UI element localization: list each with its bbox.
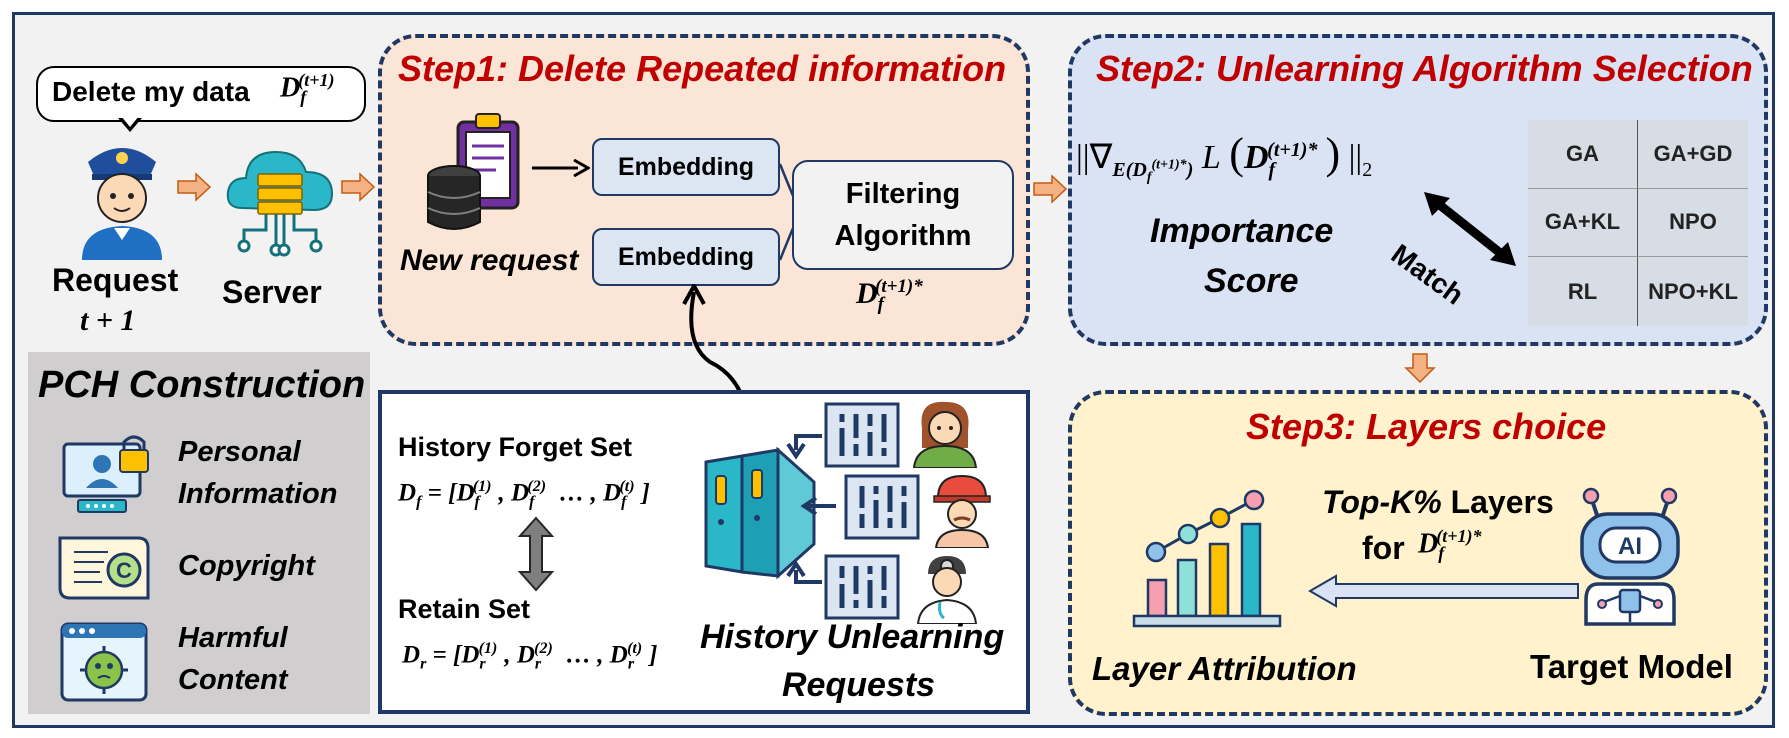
arrow-left-long <box>1307 574 1579 608</box>
server-label: Server <box>222 274 322 310</box>
arrow-down <box>1404 353 1436 384</box>
filtered-set-formula: Df(t+1)* <box>856 276 923 315</box>
history-panel <box>378 390 1030 714</box>
match-double-arrow <box>1424 192 1516 266</box>
algo-npo-kl: NPO+KL <box>1648 278 1738 304</box>
algo-ga: GA <box>1528 120 1638 189</box>
ai-text: AI <box>1618 533 1642 560</box>
algo-ga-kl: GA+KL <box>1528 188 1638 258</box>
pch-item-personal-line2: Information <box>178 478 338 510</box>
new-request-label: New request <box>400 244 579 277</box>
history-forget-label: History Forget Set <box>398 432 633 462</box>
filtering-line2: Algorithm <box>834 220 972 252</box>
arrow-right-3 <box>1033 174 1068 204</box>
importance-line1: Importance <box>1150 212 1334 250</box>
data-panel-1 <box>824 402 900 468</box>
panel-arrows <box>786 434 836 584</box>
embedding-box-2: Embedding <box>592 228 780 286</box>
speech-bubble-text: Delete my data <box>52 76 250 107</box>
filtering-box <box>792 160 1014 270</box>
target-model-label: Target Model <box>1530 648 1733 685</box>
user-avatar-worker <box>933 474 991 548</box>
algo-rl: RL <box>1528 257 1638 326</box>
pch-title: PCH Construction <box>38 364 366 406</box>
step2-title: Step2: Unlearning Algorithm Selection <box>1096 48 1753 89</box>
embedding-box-1: Embedding <box>592 138 780 196</box>
pch-item-harmful-line1: Harmful <box>178 622 288 654</box>
harmful-content-icon <box>60 622 148 702</box>
personal-info-icon <box>62 435 149 513</box>
data-panel-2 <box>844 474 920 540</box>
retain-set-formula: Dr = [Dr(1), Dr(2) … , Dr(t)] <box>402 640 658 673</box>
pch-item-copyright: Copyright <box>178 550 315 582</box>
svg-text:C: C <box>116 558 132 583</box>
for-label: for <box>1362 530 1405 566</box>
copyright-icon: C <box>58 536 150 600</box>
algorithm-grid: GA GA+GD GA+KL NPO RL NPO+KL <box>1528 120 1748 326</box>
importance-formula: ||∇E(Df(t+1)*) L (Df(t+1)*) ||2 <box>1076 129 1373 185</box>
arrow-to-embedding <box>532 158 590 178</box>
layer-attribution-chart-icon <box>1132 489 1282 628</box>
request-sub: t + 1 <box>80 304 136 337</box>
user-avatar-doctor <box>916 556 978 624</box>
speech-bubble-tail-fill <box>121 116 139 127</box>
data-panel-3 <box>824 554 900 620</box>
topk-formula: Df(t+1)* <box>1418 526 1482 563</box>
topk-rest: Layers <box>1441 484 1554 520</box>
forget-set-formula: Df = [Df(1), Df(2) … , Df(t)] <box>398 478 650 511</box>
server-cloud-icon <box>226 150 334 257</box>
police-user-icon <box>82 148 162 260</box>
speech-bubble-formula: Df(t+1) <box>280 70 335 107</box>
pch-item-personal-line1: Personal <box>178 436 301 468</box>
arrow-right-2 <box>341 172 376 202</box>
filtering-line1: Filtering <box>845 178 961 210</box>
database-clipboard-icon <box>427 113 520 230</box>
step1-title: Step1: Delete Repeated information <box>398 48 1007 89</box>
target-model-robot-icon: AI <box>1580 487 1680 626</box>
topk-italic: Top-K% <box>1322 484 1442 520</box>
request-label: Request <box>52 262 179 298</box>
pch-item-harmful-line2: Content <box>178 664 288 696</box>
history-storage-icon <box>704 446 816 580</box>
history-title-line1: History Unlearning <box>700 618 1005 656</box>
importance-line2: Score <box>1204 262 1299 300</box>
history-title-line2: Requests <box>782 666 936 704</box>
retain-set-label: Retain Set <box>398 594 531 624</box>
topk-label: Top-K% Layers <box>1322 484 1554 521</box>
forget-retain-double-arrow <box>517 516 555 592</box>
arrow-right-1 <box>177 172 212 202</box>
step3-title: Step3: Layers choice <box>1246 406 1607 447</box>
algo-npo: NPO <box>1638 189 1748 258</box>
user-avatar-woman <box>912 401 978 468</box>
layer-attribution-label: Layer Attribution <box>1092 650 1357 687</box>
algo-ga-gd: GA+GD <box>1638 120 1748 189</box>
speech-bubble <box>36 66 366 122</box>
